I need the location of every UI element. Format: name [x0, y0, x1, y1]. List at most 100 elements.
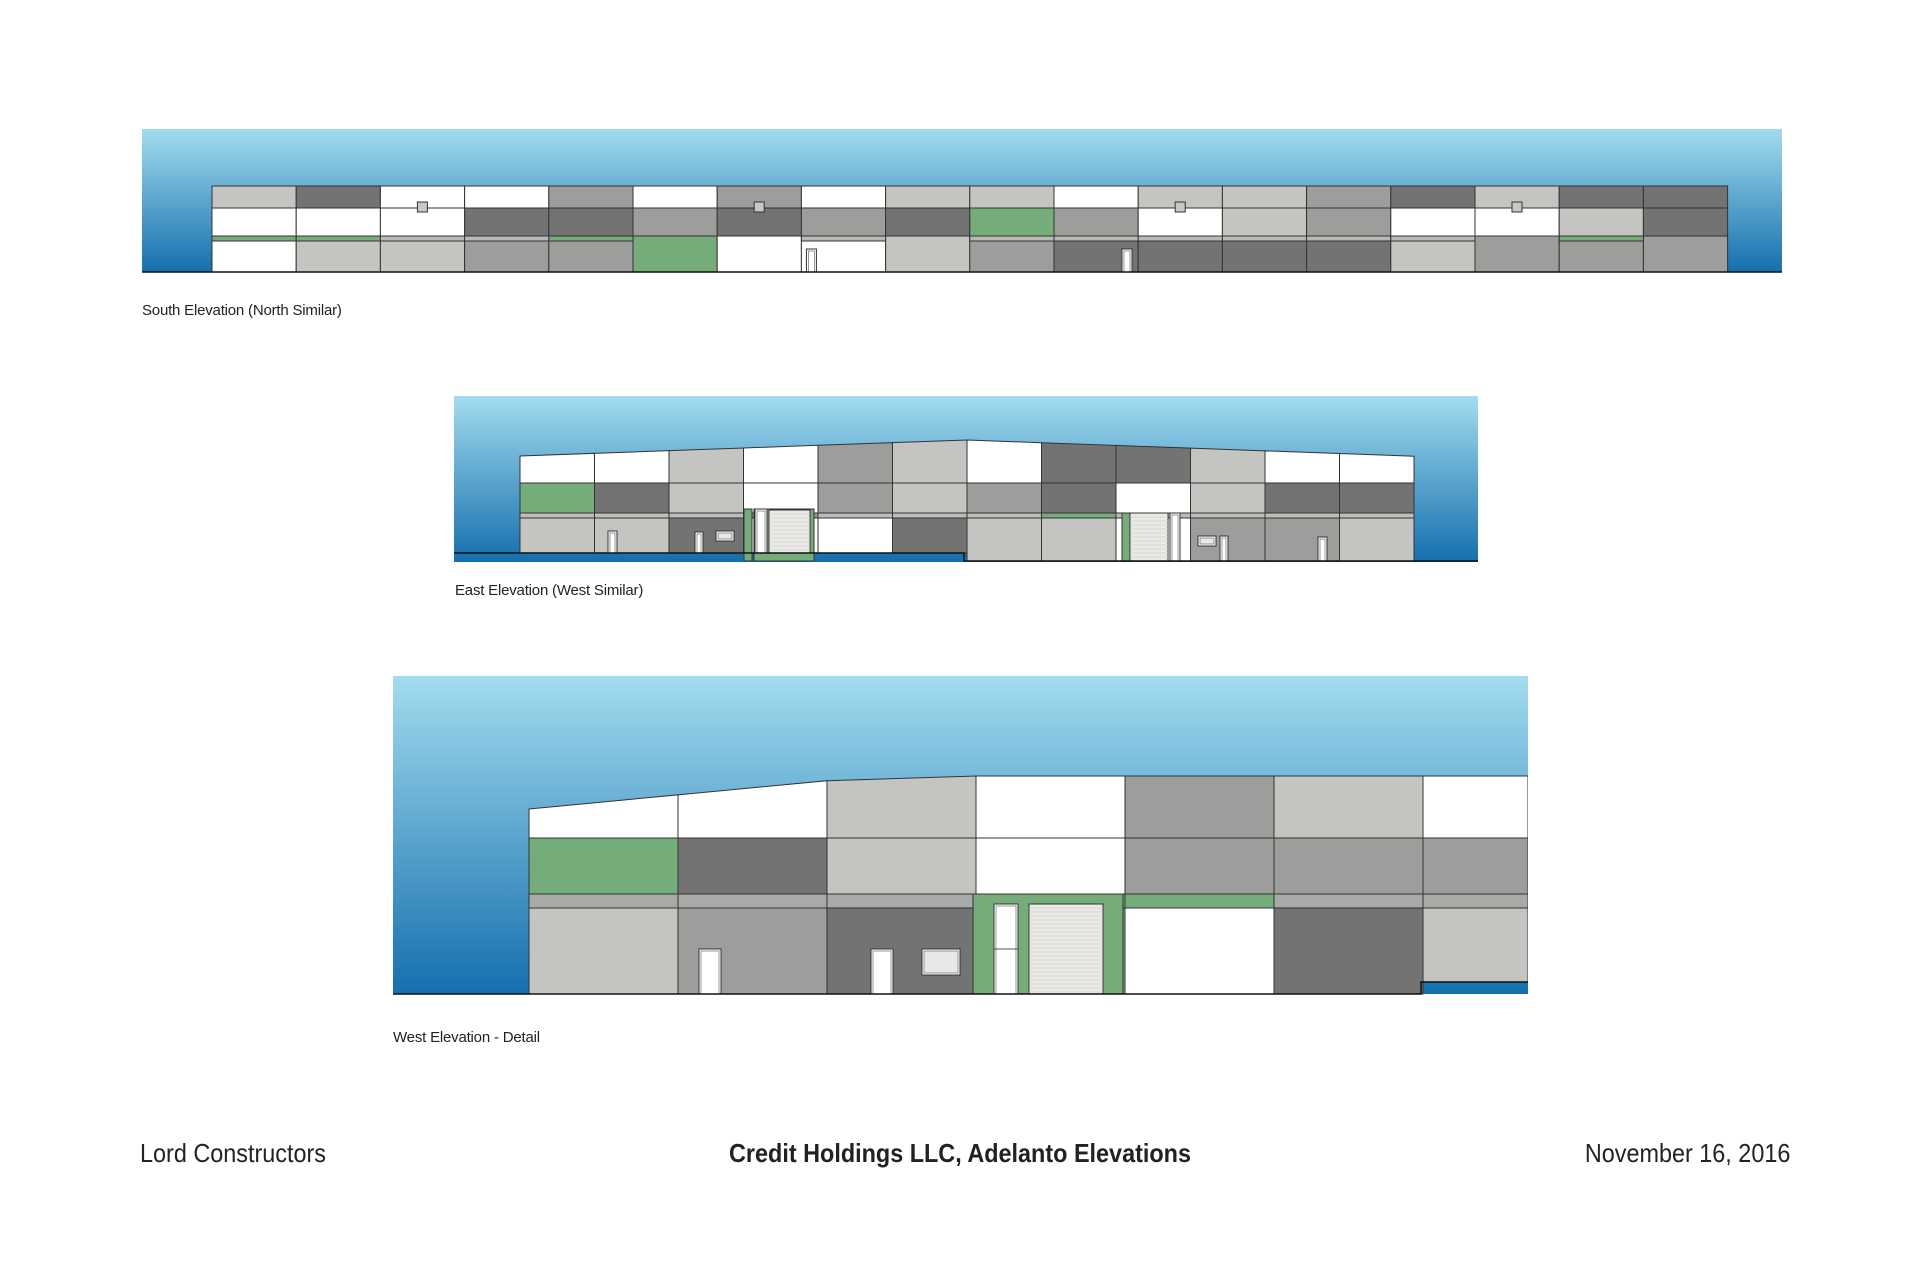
facade-panel	[1339, 453, 1415, 484]
facade-panel	[817, 442, 893, 484]
door-leaf	[609, 532, 616, 554]
west-facade	[528, 775, 1528, 995]
door-leaf	[756, 510, 766, 554]
facade-panel	[892, 439, 968, 484]
band-strip	[1339, 512, 1415, 519]
south-elevation-caption: South Elevation (North Similar)	[142, 302, 342, 319]
facade-panel	[211, 185, 297, 209]
facade-panel	[1190, 447, 1266, 484]
facade-panel	[1306, 207, 1392, 237]
facade-panel	[1642, 185, 1729, 209]
door-leaf	[872, 950, 892, 995]
facade-panel	[519, 517, 595, 554]
facade-panel	[632, 185, 718, 209]
band-strip	[1124, 893, 1275, 909]
facade-panel	[528, 837, 679, 895]
facade-panel	[1124, 775, 1275, 839]
roll-up-door	[1028, 903, 1104, 995]
company-name: Lord Constructors	[140, 1138, 326, 1168]
door-leaf	[1319, 538, 1326, 562]
facade-panel	[677, 837, 828, 895]
band-strip	[1053, 235, 1139, 242]
sheet-date: November 16, 2016	[1584, 1138, 1790, 1168]
facade-panel	[1273, 907, 1424, 995]
facade-panel	[464, 207, 550, 237]
facade-panel	[548, 185, 634, 209]
door-leaf	[995, 905, 1017, 995]
band-strip	[892, 512, 968, 519]
facade-panel	[966, 517, 1042, 562]
band-strip	[1190, 512, 1266, 519]
band-strip	[1273, 893, 1424, 909]
south-facade	[211, 185, 1729, 273]
accent-strip	[295, 235, 381, 242]
facade-panel	[1264, 450, 1340, 484]
east-elevation-caption: East Elevation (West Similar)	[455, 582, 644, 599]
accent-strip	[211, 235, 297, 242]
facade-panel	[800, 207, 887, 237]
facade-panel	[892, 517, 968, 554]
vent	[1511, 201, 1523, 213]
facade-panel	[975, 837, 1126, 895]
facade-panel	[594, 482, 670, 514]
facade-panel	[892, 482, 968, 514]
facade-panel	[1422, 907, 1528, 983]
accent-strip	[1041, 512, 1117, 519]
south-elevation-drawing	[142, 129, 1782, 273]
facade-panel	[743, 444, 819, 484]
facade-panel	[975, 775, 1126, 839]
facade-panel	[1558, 207, 1644, 237]
facade-panel	[295, 207, 381, 237]
facade-panel	[594, 450, 670, 484]
door-leaf	[808, 250, 815, 273]
facade-panel	[1053, 185, 1139, 209]
vent	[753, 201, 765, 213]
facade-panel	[464, 235, 550, 273]
band-strip	[668, 512, 744, 519]
east-elevation-drawing	[454, 396, 1478, 562]
facade-panel	[966, 482, 1042, 514]
door-leaf	[696, 533, 702, 554]
vent	[1174, 201, 1186, 213]
sheet-title: Credit Holdings LLC, Adelanto Elevations	[729, 1138, 1191, 1168]
facade-panel	[528, 907, 679, 995]
band-strip	[594, 512, 670, 519]
facade-panel	[632, 235, 718, 273]
facade-panel	[1041, 442, 1117, 484]
window-glass	[717, 532, 733, 540]
facade-panel	[1273, 837, 1424, 895]
facade-panel	[1558, 235, 1644, 273]
facade-panel	[1221, 207, 1308, 237]
west-elevation-caption: West Elevation - Detail	[393, 1029, 540, 1046]
band-strip	[800, 235, 887, 242]
facade-panel	[826, 775, 977, 839]
ground-line	[393, 981, 1528, 995]
accent-strip	[1121, 512, 1131, 562]
band-strip	[1264, 512, 1340, 519]
west-elevation-drawing	[393, 676, 1528, 995]
facade-panel	[1124, 907, 1275, 995]
facade-panel	[969, 185, 1055, 209]
door-leaf	[1221, 537, 1227, 562]
facade-panel	[1053, 207, 1139, 237]
facade-panel	[668, 447, 744, 484]
window-glass	[923, 950, 959, 974]
facade-panel	[1390, 207, 1476, 237]
facade-panel	[1264, 517, 1340, 562]
facade-panel	[1339, 482, 1415, 514]
facade-panel	[969, 207, 1055, 237]
band-strip	[379, 235, 466, 242]
facade-panel	[826, 837, 977, 895]
vent	[416, 201, 428, 213]
door-leaf	[700, 950, 720, 995]
facade-panel	[1339, 517, 1415, 562]
roll-up-door	[768, 509, 811, 554]
facade-panel	[716, 235, 802, 273]
facade-panel	[519, 452, 595, 484]
ground-line	[454, 552, 1478, 562]
band-strip	[464, 235, 550, 242]
facade-panel	[1422, 837, 1528, 895]
band-strip	[1221, 235, 1308, 242]
band-strip	[528, 893, 679, 909]
facade-panel	[1558, 185, 1644, 209]
